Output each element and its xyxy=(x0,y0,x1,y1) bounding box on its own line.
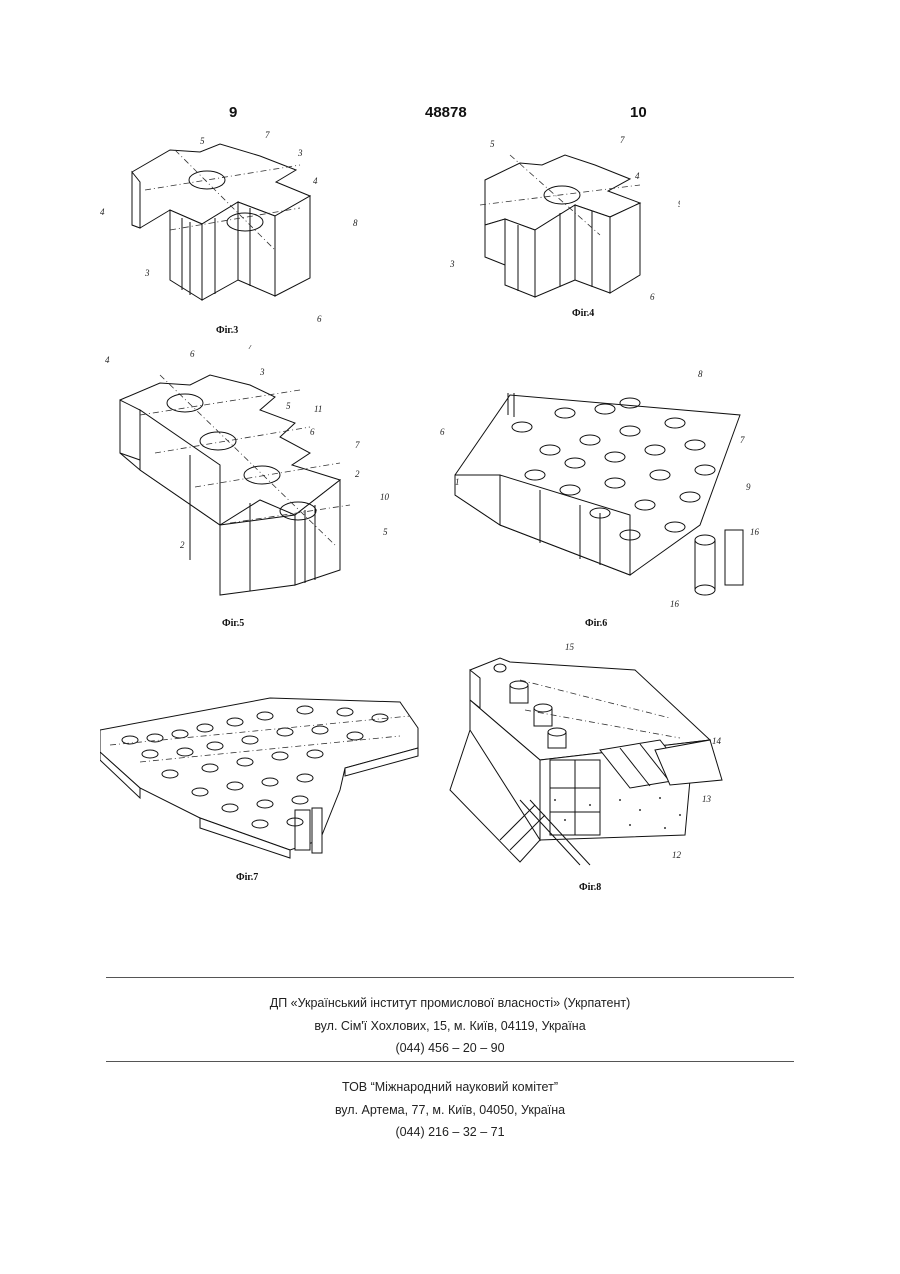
svg-text:4: 4 xyxy=(313,176,318,186)
page-number-right: 10 xyxy=(630,104,647,121)
svg-text:5: 5 xyxy=(383,527,388,537)
svg-text:13: 13 xyxy=(702,794,712,804)
footer-org2-address: вул. Артема, 77, м. Київ, 04050, Україна xyxy=(106,1103,794,1117)
svg-text:14: 14 xyxy=(712,736,722,746)
svg-text:6: 6 xyxy=(317,314,322,324)
svg-text:12: 12 xyxy=(672,850,682,860)
figure-4-drawing: 7 5 4 9 3 6 xyxy=(450,135,680,310)
svg-text:4: 4 xyxy=(105,355,110,365)
figure-3-drawing: 7 5 3 4 4 8 3 6 xyxy=(100,130,360,330)
svg-text:8: 8 xyxy=(353,218,358,228)
svg-text:10: 10 xyxy=(380,492,390,502)
figure-8-drawing: 15 14 13 12 xyxy=(440,640,740,875)
svg-text:5: 5 xyxy=(200,136,205,146)
svg-text:5: 5 xyxy=(286,401,291,411)
footer-org1-name: ДП «Український інститут промислової вла… xyxy=(106,996,794,1010)
figure-8-caption: Фіг.8 xyxy=(579,882,601,893)
svg-text:9: 9 xyxy=(678,199,680,209)
svg-text:16: 16 xyxy=(670,599,680,609)
svg-text:7: 7 xyxy=(740,435,745,445)
figure-6-drawing: 8 6 1 7 9 16 16 xyxy=(440,365,770,615)
figure-6-caption: Фіг.6 xyxy=(585,618,607,629)
svg-text:6: 6 xyxy=(650,292,655,302)
svg-text:9: 9 xyxy=(746,482,751,492)
footer-divider-top xyxy=(106,977,794,978)
svg-text:3: 3 xyxy=(450,259,455,269)
svg-text:1: 1 xyxy=(455,477,460,487)
footer-org2-name: ТОВ “Міжнародний науковий комітет” xyxy=(106,1080,794,1094)
svg-text:3: 3 xyxy=(144,268,150,278)
footer-org1-address: вул. Сім'ї Хохлових, 15, м. Київ, 04119,… xyxy=(106,1019,794,1033)
svg-text:7: 7 xyxy=(265,130,270,140)
svg-text:3: 3 xyxy=(297,148,303,158)
svg-text:7: 7 xyxy=(355,440,360,450)
svg-text:4: 4 xyxy=(635,171,640,181)
patent-number: 48878 xyxy=(425,104,467,121)
figure-5-drawing: 4 6 7 3 5 11 6 7 2 10 2 5 xyxy=(100,345,400,605)
figure-3-caption: Фіг.3 xyxy=(216,325,238,336)
figure-7-caption: Фіг.7 xyxy=(236,872,258,883)
svg-text:2: 2 xyxy=(355,469,360,479)
svg-text:8: 8 xyxy=(698,369,703,379)
svg-text:6: 6 xyxy=(440,427,445,437)
svg-text:2: 2 xyxy=(180,540,185,550)
svg-text:6: 6 xyxy=(190,349,195,359)
figure-7-drawing xyxy=(100,690,425,860)
svg-text:7: 7 xyxy=(248,345,253,351)
svg-text:4: 4 xyxy=(100,207,105,217)
svg-text:16: 16 xyxy=(750,527,760,537)
svg-text:3: 3 xyxy=(259,367,265,377)
footer-org1-phone: (044) 456 – 20 – 90 xyxy=(106,1041,794,1055)
svg-text:7: 7 xyxy=(620,135,625,145)
page-number-left: 9 xyxy=(229,104,237,121)
svg-text:15: 15 xyxy=(565,642,575,652)
svg-text:5: 5 xyxy=(490,139,495,149)
svg-text:6: 6 xyxy=(310,427,315,437)
figure-5-caption: Фіг.5 xyxy=(222,618,244,629)
footer-org2-phone: (044) 216 – 32 – 71 xyxy=(106,1125,794,1139)
footer-divider-middle xyxy=(106,1061,794,1062)
svg-text:11: 11 xyxy=(314,404,322,414)
figure-4-caption: Фіг.4 xyxy=(572,308,594,319)
